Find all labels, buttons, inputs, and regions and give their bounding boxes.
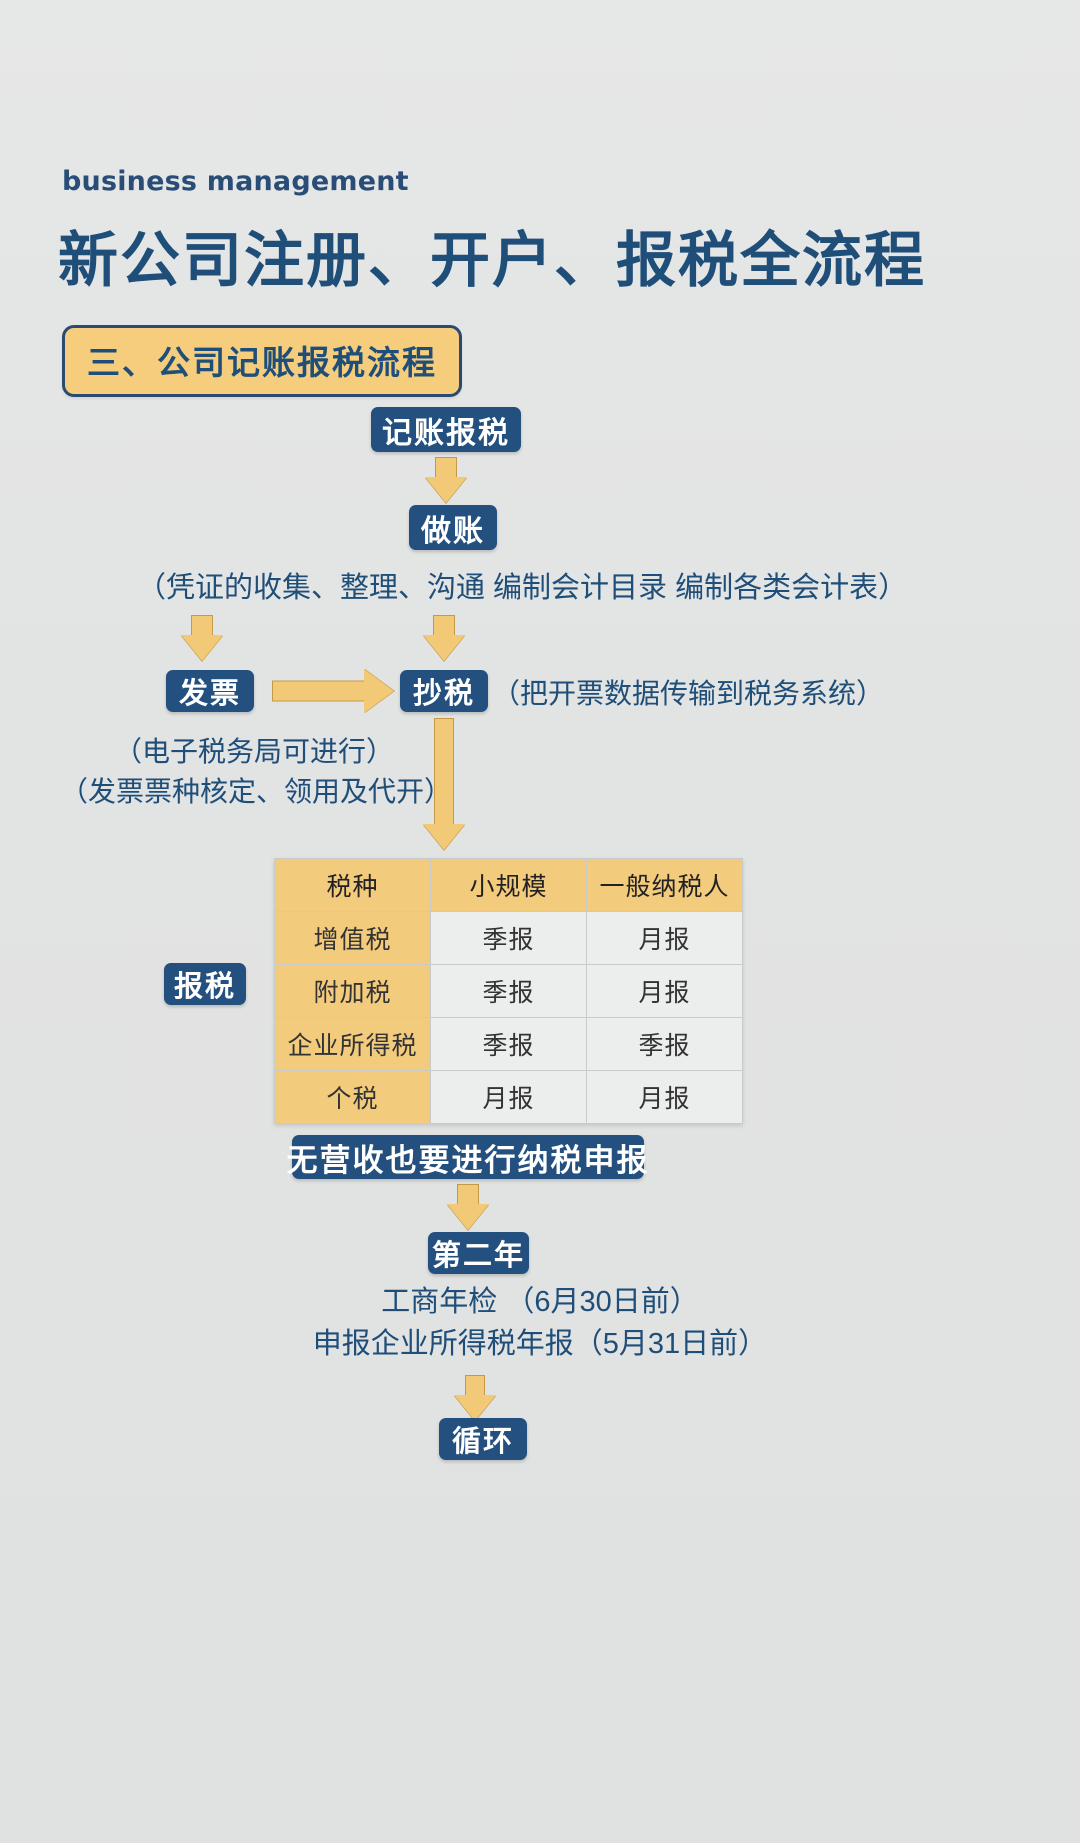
- arrow-right-invoice-to-copytax: [272, 669, 394, 713]
- table-cell: 季报: [430, 1017, 587, 1071]
- eyebrow-label: business management: [62, 166, 409, 197]
- node-bookkeeping-tax: 记账报税: [371, 407, 521, 452]
- table-row: 附加税 季报 月报: [274, 964, 743, 1018]
- page-title: 新公司注册、开户、报税全流程: [58, 226, 926, 296]
- table-row: 个税 月报 月报: [274, 1070, 743, 1124]
- table-cell: 月报: [430, 1070, 587, 1124]
- table-row: 增值税 季报 月报: [274, 911, 743, 965]
- table-header-cell: 税种: [274, 858, 431, 912]
- table-header-cell: 一般纳税人: [586, 858, 743, 912]
- table-row: 企业所得税 季报 季报: [274, 1017, 743, 1071]
- table-header-cell: 小规模: [430, 858, 587, 912]
- section-badge: 三、公司记账报税流程: [62, 325, 462, 397]
- table-cell: 季报: [430, 911, 587, 965]
- node-zero-revenue-declaration: 无营收也要进行纳税申报: [287, 1135, 648, 1179]
- note-second-year-line-1: 工商年检 （6月30日前）: [381, 1286, 699, 1318]
- table-cell: 个税: [274, 1070, 431, 1124]
- note-invoice-line-2: （发票票种核定、领用及代开）: [60, 776, 453, 807]
- table-cell: 月报: [586, 1070, 743, 1124]
- table-cell: 季报: [430, 964, 587, 1018]
- node-second-year: 第二年: [428, 1232, 529, 1274]
- table-cell: 企业所得税: [274, 1017, 431, 1071]
- node-invoice: 发票: [166, 670, 254, 712]
- table-cell: 季报: [586, 1017, 743, 1071]
- node-cycle: 循环: [439, 1418, 527, 1460]
- node-accounting: 做账: [409, 505, 497, 550]
- note-copy-tax-detail: （把开票数据传输到税务系统）: [492, 678, 885, 709]
- node-tax-filing: 报税: [164, 963, 246, 1005]
- table-header-row: 税种 小规模 一般纳税人: [274, 858, 743, 912]
- node-copy-tax: 抄税: [400, 670, 488, 712]
- table-cell: 月报: [586, 911, 743, 965]
- tax-schedule-table: 税种 小规模 一般纳税人 增值税 季报 月报 附加税 季报 月报 企业所得税 季…: [274, 858, 743, 1124]
- table-cell: 增值税: [274, 911, 431, 965]
- note-second-year-line-2: 申报企业所得税年报（5月31日前）: [312, 1328, 768, 1360]
- note-invoice-line-1: （电子税务局可进行）: [114, 736, 395, 767]
- table-cell: 月报: [586, 964, 743, 1018]
- note-accounting-detail: （凭证的收集、整理、沟通 编制会计目录 编制各类会计表）: [137, 572, 908, 604]
- table-cell: 附加税: [274, 964, 431, 1018]
